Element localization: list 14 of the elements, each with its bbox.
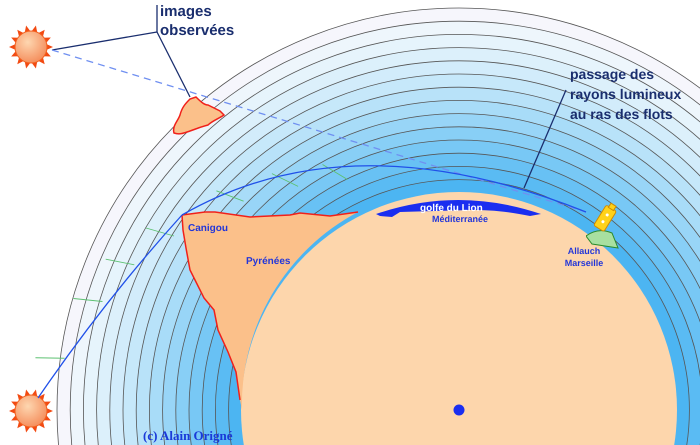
annotation-text: images observées	[160, 2, 236, 40]
sun-drawing	[8, 388, 54, 434]
sight-line	[52, 49, 586, 213]
sea-label: Méditerranée	[432, 214, 488, 226]
leader-line	[523, 90, 567, 188]
region-label: Pyrénées	[246, 255, 290, 269]
leader-line	[156, 32, 191, 98]
place-label: Allauch Marseille	[564, 245, 604, 269]
sun-image-drawing	[8, 24, 54, 70]
light-ray	[37, 214, 182, 398]
mountain-mirage-drawing	[170, 93, 228, 137]
light-ray	[182, 165, 586, 216]
place-label: Canigou	[188, 222, 228, 236]
leader-line	[52, 31, 158, 51]
